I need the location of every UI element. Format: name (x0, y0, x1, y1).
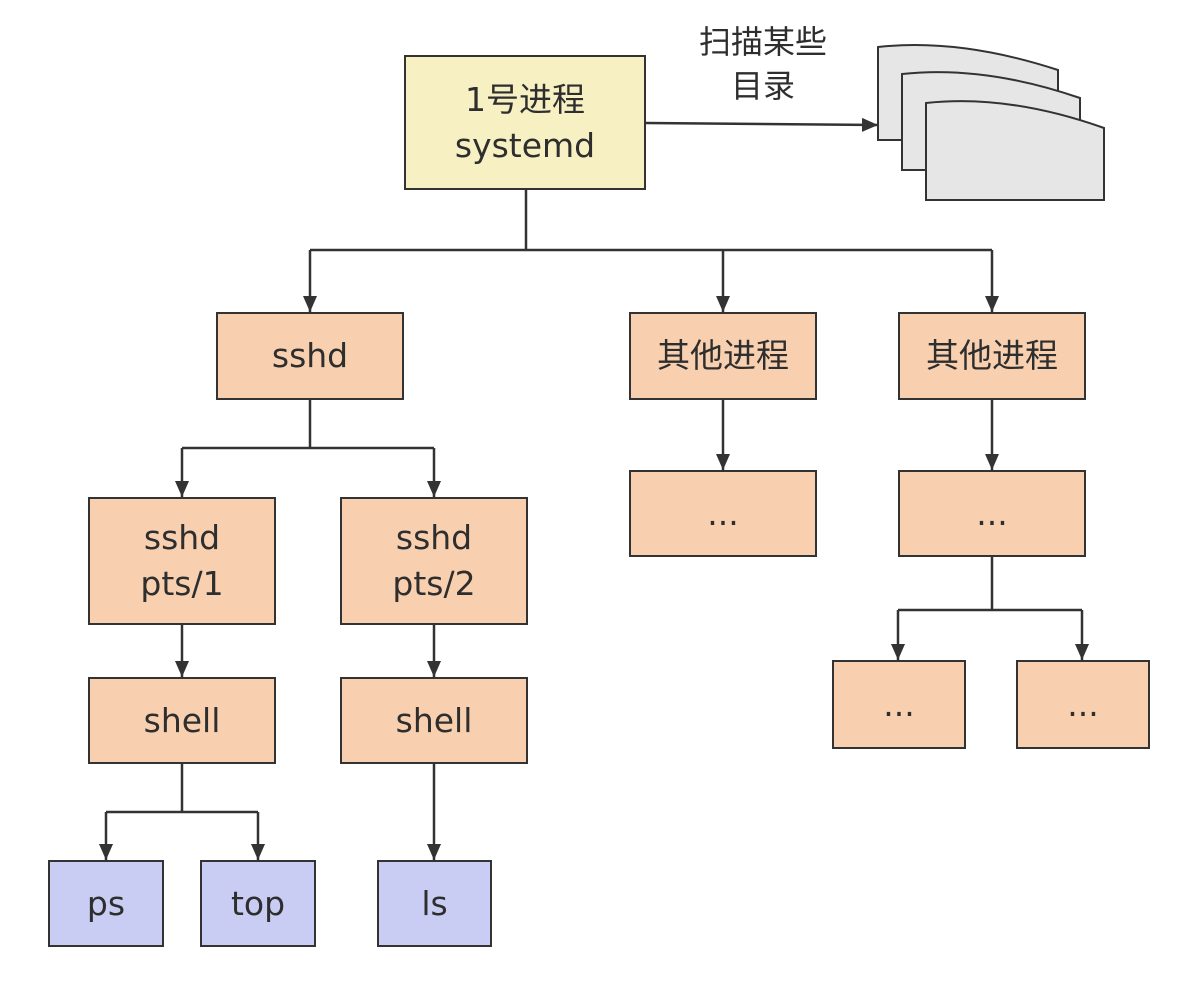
node-shell-2: shell (340, 677, 528, 764)
node-sshd-pts1-line2: pts/1 (140, 564, 224, 603)
node-other2-grandchild-1: ... (832, 660, 966, 749)
node-other-process-2: 其他进程 (898, 312, 1086, 400)
node-other1-child: ... (629, 470, 817, 557)
node-sshd-pts2-line1: sshd (395, 518, 473, 557)
node-shell-1-label: shell (143, 700, 221, 740)
node-ps-label: ps (86, 883, 126, 923)
node-ls-label: ls (421, 883, 448, 923)
node-sshd-label: sshd (271, 336, 349, 375)
node-systemd: 1号进程 systemd (404, 55, 646, 190)
node-other2-grandchild-2-label: ... (1067, 684, 1099, 724)
scan-label-line1: 扫描某些 (698, 23, 827, 61)
node-shell-2-label: shell (395, 700, 473, 740)
node-sshd-pts2-line2: pts/2 (392, 564, 476, 603)
node-sshd-pts1: sshd pts/1 (88, 497, 276, 625)
node-other2-grandchild-1-label: ... (883, 684, 915, 724)
edge-root-scan (645, 117, 879, 132)
node-other2-child: ... (898, 470, 1086, 557)
node-shell-1: shell (88, 677, 276, 764)
node-ls: ls (377, 860, 492, 947)
node-other-process-1: 其他进程 (629, 312, 817, 400)
scan-directories-label: 扫描某些 目录 (680, 20, 846, 108)
node-other1-child-label: ... (707, 493, 739, 533)
stacked-documents-icon (877, 44, 1105, 201)
scan-label-line2: 目录 (730, 67, 795, 105)
node-other-process-2-label: 其他进程 (926, 336, 1058, 375)
node-sshd: sshd (216, 312, 404, 400)
node-top: top (200, 860, 316, 947)
node-ps: ps (48, 860, 164, 947)
node-other2-child-label: ... (976, 493, 1008, 533)
document-front (925, 100, 1105, 201)
node-other-process-1-label: 其他进程 (657, 336, 789, 375)
node-sshd-pts1-line1: sshd (143, 518, 221, 557)
node-top-label: top (230, 883, 286, 923)
node-sshd-pts2: sshd pts/2 (340, 497, 528, 625)
node-systemd-line2: systemd (454, 125, 596, 165)
node-systemd-line1: 1号进程 (465, 79, 585, 119)
node-other2-grandchild-2: ... (1016, 660, 1150, 749)
